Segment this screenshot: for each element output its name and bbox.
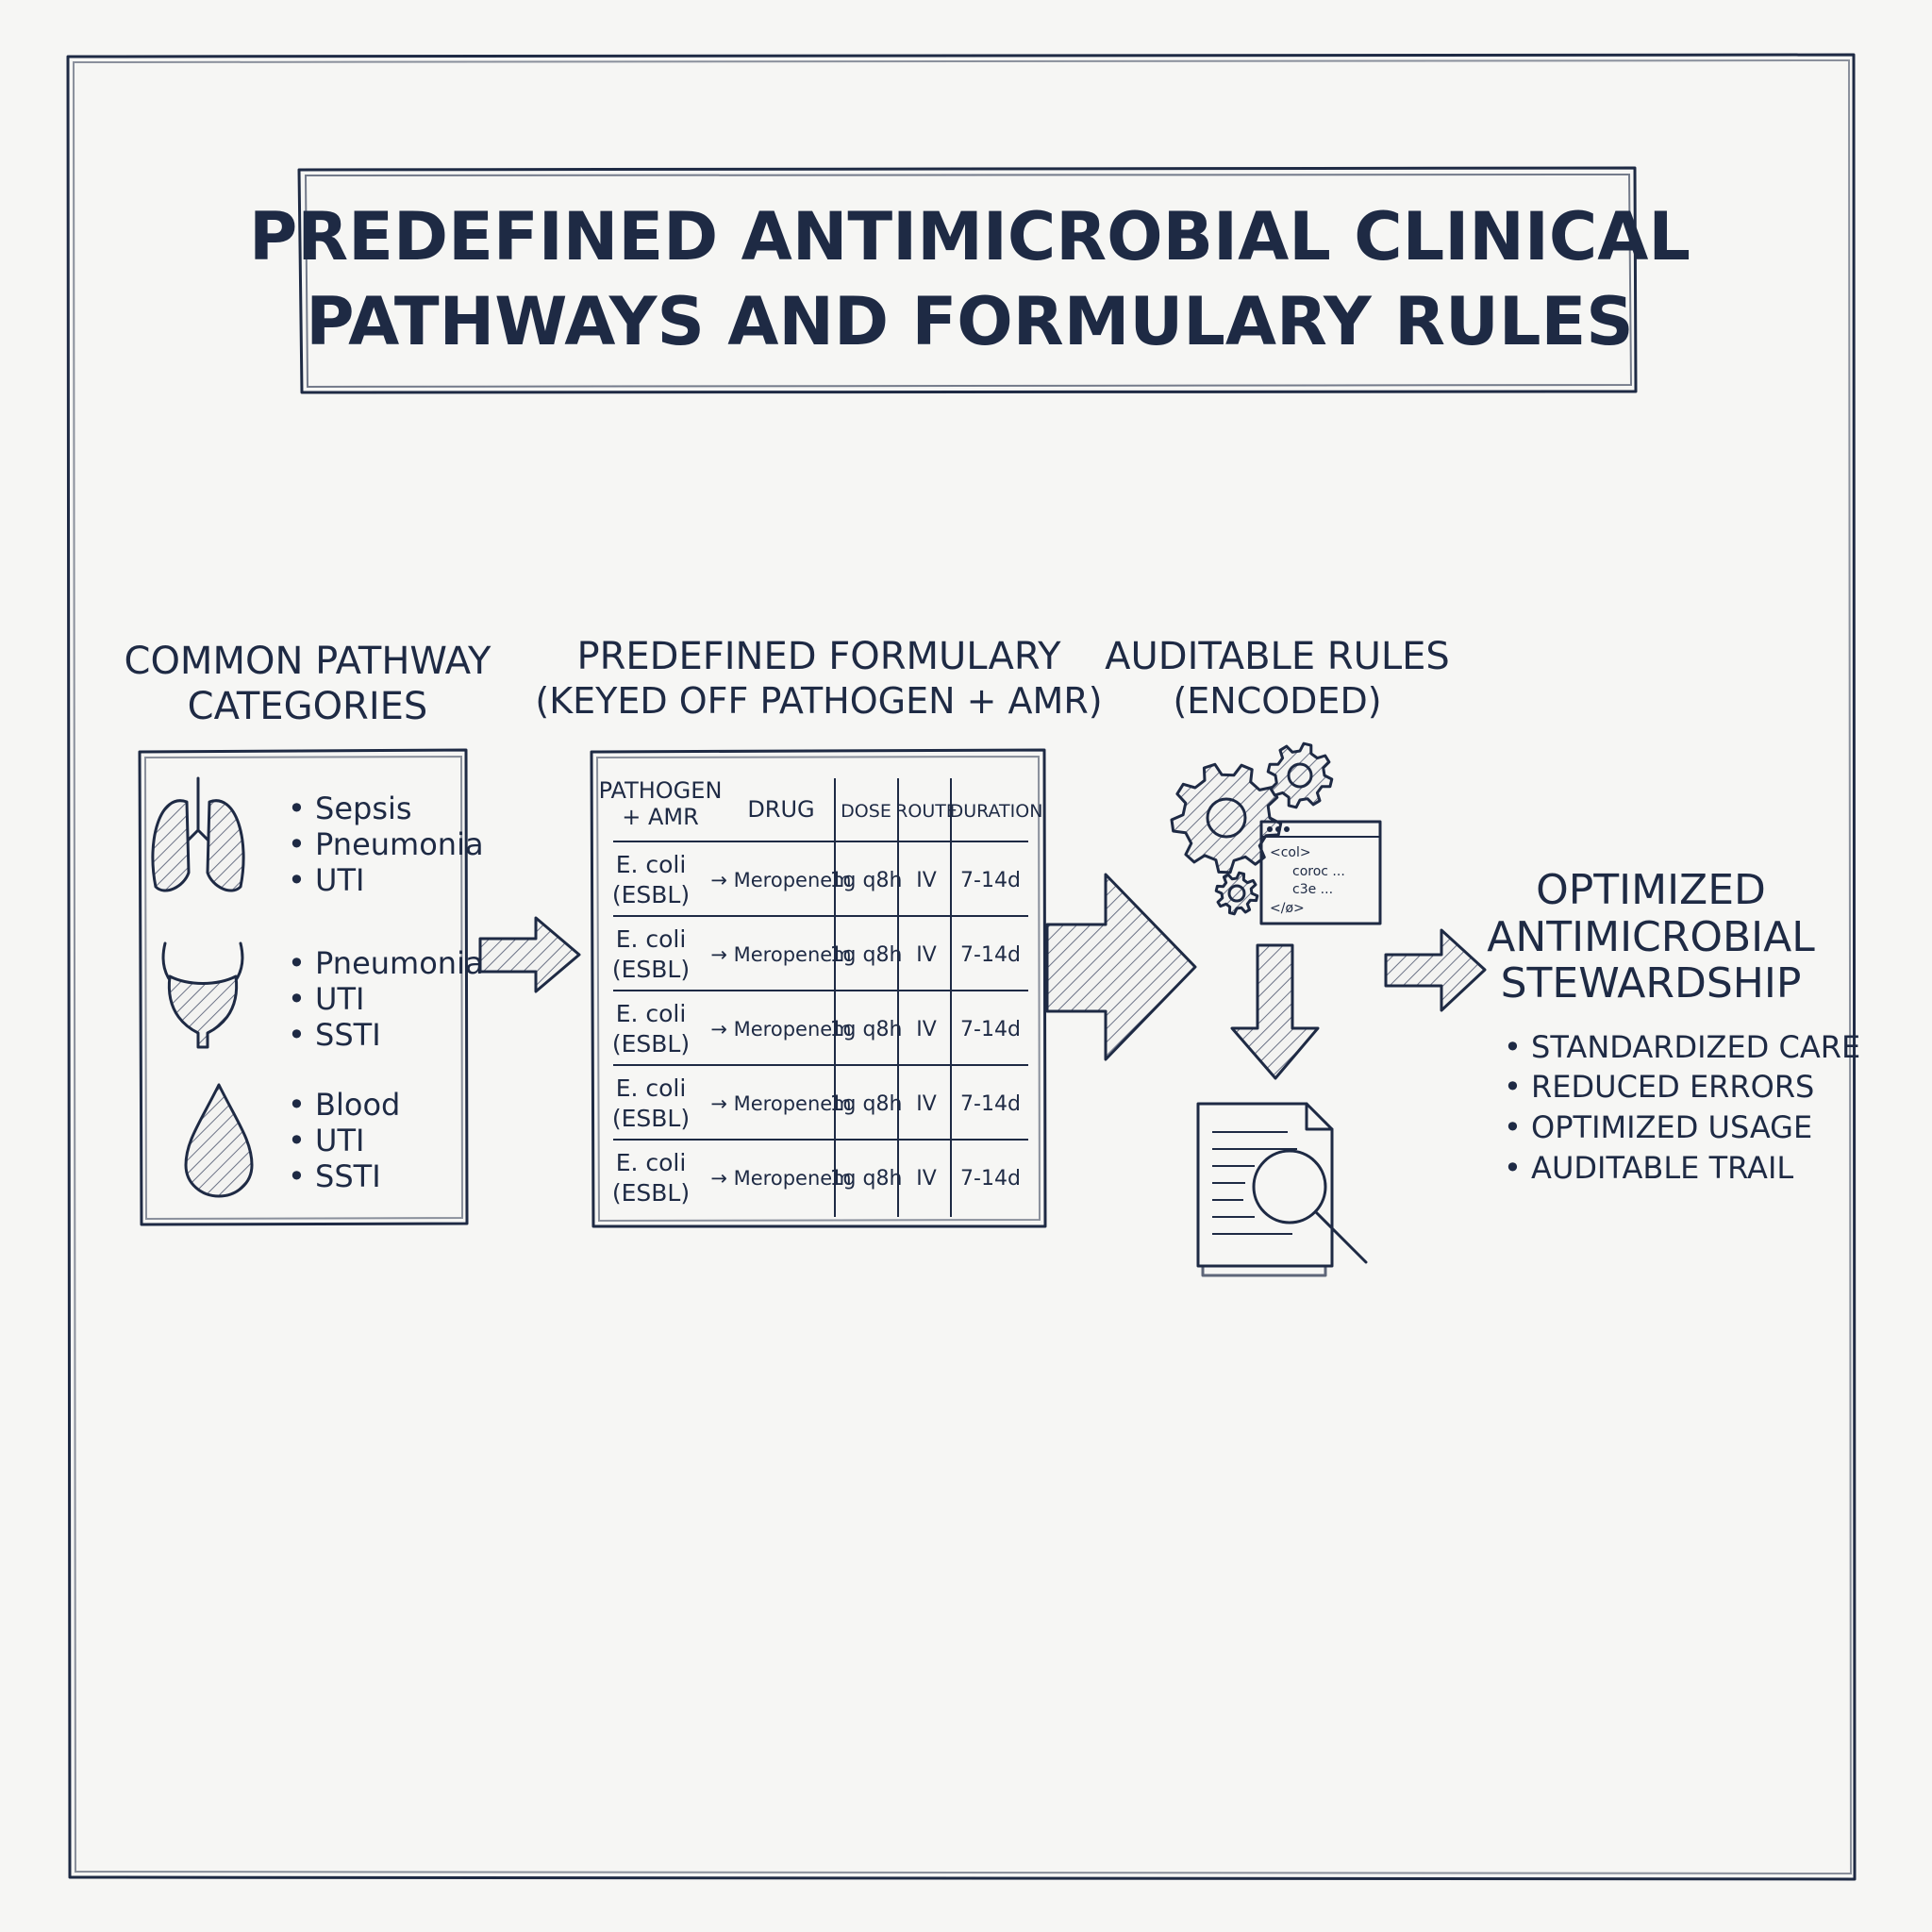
table-cell: IV xyxy=(916,1018,937,1041)
category-group-3: • Blood • UTI • SSTI xyxy=(288,1087,400,1194)
table-cell: 1g q8h xyxy=(830,1018,903,1041)
outcome-section: OPTIMIZED ANTIMICROBIAL STEWARDSHIP • ST… xyxy=(1487,866,1860,1186)
outcome-bullet: • AUDITABLE TRAIL xyxy=(1504,1150,1793,1186)
column-header-dose: DOSE xyxy=(841,801,891,822)
category-item: • Pneumonia xyxy=(288,945,484,981)
code-window-icon: <col> coroc ... c3e ... </ø> xyxy=(1259,820,1382,925)
category-item: • SSTI xyxy=(288,1017,381,1053)
table-cell: E. coli xyxy=(616,851,687,878)
table-cell: (ESBL) xyxy=(612,1179,690,1207)
table-cell: (ESBL) xyxy=(612,1030,690,1058)
categories-heading: COMMON PATHWAY xyxy=(125,640,492,683)
rules-heading: AUDITABLE RULES xyxy=(1105,635,1450,678)
category-group-2: • Pneumonia • UTI • SSTI xyxy=(288,945,484,1053)
table-cell: IV xyxy=(916,1092,937,1116)
column-header-drug: DRUG xyxy=(747,796,814,823)
categories-heading: CATEGORIES xyxy=(188,685,428,728)
table-cell: IV xyxy=(916,869,937,892)
category-item: • UTI xyxy=(288,1123,364,1158)
table-cell: E. coli xyxy=(616,925,687,953)
gear-icon xyxy=(1266,741,1334,809)
table-cell: IV xyxy=(916,1167,937,1191)
bladder-icon xyxy=(161,941,244,1049)
table-cell: → Meropenem xyxy=(710,1092,851,1115)
arrow-right-icon xyxy=(1384,928,1487,1012)
title-box: PREDEFINED ANTIMICROBIAL CLINICAL PATHWA… xyxy=(249,166,1690,394)
pathway-categories: COMMON PATHWAY CATEGORIES • Sepsis • Pne… xyxy=(125,640,492,1226)
document-search-icon xyxy=(1196,1102,1368,1277)
table-cell: 1g q8h xyxy=(830,1092,903,1116)
table-cell: → Meropenem xyxy=(710,943,851,966)
arrow-down-icon xyxy=(1230,943,1320,1080)
table-cell: → Meropenem xyxy=(710,1018,851,1041)
outcome-bullet: • REDUCED ERRORS xyxy=(1504,1069,1814,1105)
outcome-heading: OPTIMIZED xyxy=(1536,866,1766,914)
rules-heading: (ENCODED) xyxy=(1173,680,1381,722)
formulary-heading: (KEYED OFF PATHOGEN + AMR) xyxy=(535,680,1102,722)
code-line: c3e ... xyxy=(1292,882,1333,897)
table-cell: E. coli xyxy=(616,1149,687,1176)
table-cell: (ESBL) xyxy=(612,1105,690,1132)
outer-frame xyxy=(66,53,1857,1881)
column-header-pathogen: PATHOGEN xyxy=(599,777,723,804)
table-cell: → Meropenem xyxy=(710,869,851,891)
category-item: • UTI xyxy=(288,862,364,898)
table-cell: (ESBL) xyxy=(612,956,690,983)
outcome-heading: STEWARDSHIP xyxy=(1501,959,1802,1008)
gear-icon xyxy=(1214,871,1259,916)
table-cell: (ESBL) xyxy=(612,881,690,908)
code-line: </ø> xyxy=(1270,901,1305,916)
table-cell: 7-14d xyxy=(960,1092,1021,1116)
arrow-right-large-icon xyxy=(1045,873,1197,1061)
auditable-rules-section: AUDITABLE RULES (ENCODED) <col> coroc ..… xyxy=(1105,635,1450,1277)
table-cell: IV xyxy=(916,943,937,967)
category-item: • Pneumonia xyxy=(288,826,484,862)
column-header-pathogen: + AMR xyxy=(622,804,699,830)
category-item: • Sepsis xyxy=(288,791,412,826)
outcome-bullet: • STANDARDIZED CARE xyxy=(1504,1029,1860,1065)
table-cell: 7-14d xyxy=(960,1167,1021,1191)
code-line: <col> xyxy=(1270,845,1311,860)
outcome-bullet: • OPTIMIZED USAGE xyxy=(1504,1109,1812,1145)
table-cell: E. coli xyxy=(616,1074,687,1102)
table-cell: E. coli xyxy=(616,1000,687,1027)
category-group-1: • Sepsis • Pneumonia • UTI xyxy=(288,791,484,898)
title-line-1: PREDEFINED ANTIMICROBIAL CLINICAL xyxy=(249,198,1690,275)
table-cell: 7-14d xyxy=(960,943,1021,967)
lungs-icon xyxy=(151,776,245,892)
table-cell: → Meropenem xyxy=(710,1167,851,1190)
category-item: • SSTI xyxy=(288,1158,381,1194)
gear-icon xyxy=(1170,762,1283,874)
blood-drop-icon xyxy=(184,1083,254,1198)
category-item: • Blood xyxy=(288,1087,400,1123)
table-cell: 7-14d xyxy=(960,869,1021,892)
code-line: coroc ... xyxy=(1292,864,1345,879)
formulary-heading: PREDEFINED FORMULARY xyxy=(576,635,1061,678)
table-cell: 1g q8h xyxy=(830,1167,903,1191)
category-item: • UTI xyxy=(288,981,364,1017)
formulary-section: PREDEFINED FORMULARY (KEYED OFF PATHOGEN… xyxy=(535,635,1103,1228)
outcome-heading: ANTIMICROBIAL xyxy=(1487,913,1815,961)
table-cell: 7-14d xyxy=(960,1018,1021,1041)
table-cell: 1g q8h xyxy=(830,869,903,892)
formulary-table: PATHOGEN + AMR DRUG DOSE ROUTE DURATION … xyxy=(590,748,1047,1228)
arrow-right-icon xyxy=(478,916,581,993)
column-header-duration: DURATION xyxy=(950,801,1043,822)
table-cell: 1g q8h xyxy=(830,943,903,967)
title-line-2: PATHWAYS AND FORMULARY RULES xyxy=(306,283,1633,360)
column-header-route: ROUTE xyxy=(895,801,958,822)
